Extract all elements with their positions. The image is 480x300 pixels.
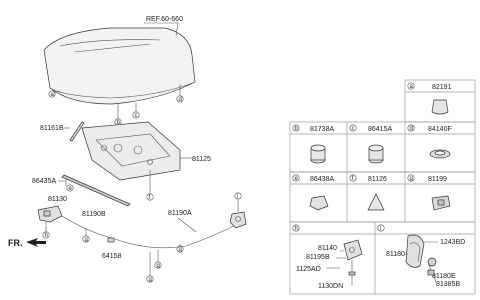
callout-g-letter-3: g bbox=[157, 263, 160, 269]
cell-h-letter: h bbox=[295, 226, 298, 232]
plug-84140F bbox=[429, 149, 451, 159]
cell-i-letter: i bbox=[380, 226, 381, 232]
part-81190A-label: 81190A bbox=[168, 210, 192, 217]
part-86435A-label: 86435A bbox=[32, 178, 56, 185]
front-direction-label: FR. bbox=[8, 238, 23, 248]
front-arrow-icon bbox=[26, 238, 46, 247]
release-handle-assembly-81180 bbox=[404, 234, 438, 283]
callout-e-letter: e bbox=[69, 186, 73, 192]
cell-h-letter-circle bbox=[292, 224, 300, 232]
callout-g-letter-1: g bbox=[85, 237, 88, 243]
hood-insulator-pad bbox=[81, 121, 181, 181]
callout-c-letter: c bbox=[135, 113, 138, 119]
bumper-82191 bbox=[431, 99, 449, 115]
cell-f-letter: f bbox=[352, 176, 354, 182]
bumper-81738A bbox=[310, 144, 326, 164]
cell-a-letter-circle bbox=[407, 82, 415, 90]
cell-f-letter-circle bbox=[349, 174, 357, 182]
hood-latch bbox=[37, 205, 63, 223]
cell-e-letter: e bbox=[295, 176, 299, 182]
callout-g-4 bbox=[176, 245, 184, 253]
cell-e-part: 86438A bbox=[310, 176, 334, 183]
cell-a-part: 82191 bbox=[432, 84, 452, 91]
callout-c-hood bbox=[132, 111, 140, 119]
bumper-86415A bbox=[368, 144, 384, 164]
group-h-part-1: 81140 bbox=[318, 245, 337, 252]
hood-stay-rod bbox=[69, 121, 85, 142]
callout-a-hood bbox=[48, 90, 56, 98]
callout-g-1 bbox=[82, 235, 90, 243]
cell-f-part: 81126 bbox=[368, 176, 387, 183]
hood-panel bbox=[43, 27, 196, 105]
cell-g-letter-circle bbox=[407, 174, 415, 182]
cell-c-letter-circle bbox=[349, 124, 357, 132]
cell-c-letter: c bbox=[352, 126, 355, 132]
latch-assembly-81140 bbox=[326, 239, 363, 286]
callout-f-pad bbox=[146, 193, 154, 201]
clip-86438A bbox=[309, 195, 329, 211]
callout-h-letter: h bbox=[45, 233, 48, 239]
part-64158-label: 64158 bbox=[102, 253, 122, 260]
callout-g-letter-4: g bbox=[179, 247, 182, 253]
release-cable bbox=[61, 215, 239, 249]
callout-d-hood bbox=[176, 95, 184, 103]
group-i-part-4: 81385B bbox=[436, 281, 460, 288]
release-handle bbox=[229, 211, 247, 229]
weatherstrip bbox=[61, 174, 131, 207]
callout-i-letter: i bbox=[237, 194, 238, 200]
callout-d-letter: d bbox=[179, 97, 182, 103]
callout-g-3 bbox=[154, 261, 162, 269]
clip-81126 bbox=[367, 193, 385, 211]
callout-f-letter: f bbox=[149, 195, 151, 201]
parts-table bbox=[289, 79, 476, 295]
callout-i-handle bbox=[234, 192, 242, 200]
callout-g-letter-2: g bbox=[149, 277, 152, 283]
cell-b-letter: b bbox=[295, 126, 299, 132]
cell-d-part: 84140F bbox=[428, 126, 452, 133]
clip-64158 bbox=[107, 237, 115, 243]
clip-81199 bbox=[431, 195, 451, 211]
cell-b-part: 81738A bbox=[310, 126, 334, 133]
cell-e-letter-circle bbox=[292, 174, 300, 182]
part-81130-label: 81130 bbox=[48, 196, 67, 203]
part-81125-label: 81125 bbox=[192, 156, 211, 163]
cell-g-part: 81199 bbox=[428, 176, 447, 183]
group-h-part-2: 81195B bbox=[306, 254, 330, 261]
ref-label: REF.60-660 bbox=[146, 16, 183, 23]
callout-h-latch bbox=[42, 231, 50, 239]
cell-a-letter: a bbox=[410, 84, 414, 90]
cell-c-part: 86415A bbox=[368, 126, 392, 133]
callout-b-letter: b bbox=[117, 120, 121, 126]
group-h-part-4: 1130DN bbox=[318, 283, 343, 290]
cell-d-letter: d bbox=[410, 126, 413, 132]
cell-d-letter-circle bbox=[407, 124, 415, 132]
group-h-part-3: 1125AD bbox=[296, 266, 321, 273]
callout-a-letter: a bbox=[51, 92, 55, 98]
part-81161B-label: 81161B bbox=[40, 125, 64, 132]
callout-e-strip bbox=[66, 184, 74, 192]
cell-i-letter-circle bbox=[377, 224, 385, 232]
group-i-part-2: 1243BD bbox=[440, 239, 465, 246]
group-i-part-1: 81180 bbox=[386, 251, 405, 258]
cell-b-letter-circle bbox=[292, 124, 300, 132]
part-81190B-label: 81190B bbox=[82, 211, 106, 218]
cell-g-letter: g bbox=[410, 176, 413, 182]
group-i-part-3: 81180E bbox=[432, 273, 456, 280]
callout-g-2 bbox=[146, 275, 154, 283]
